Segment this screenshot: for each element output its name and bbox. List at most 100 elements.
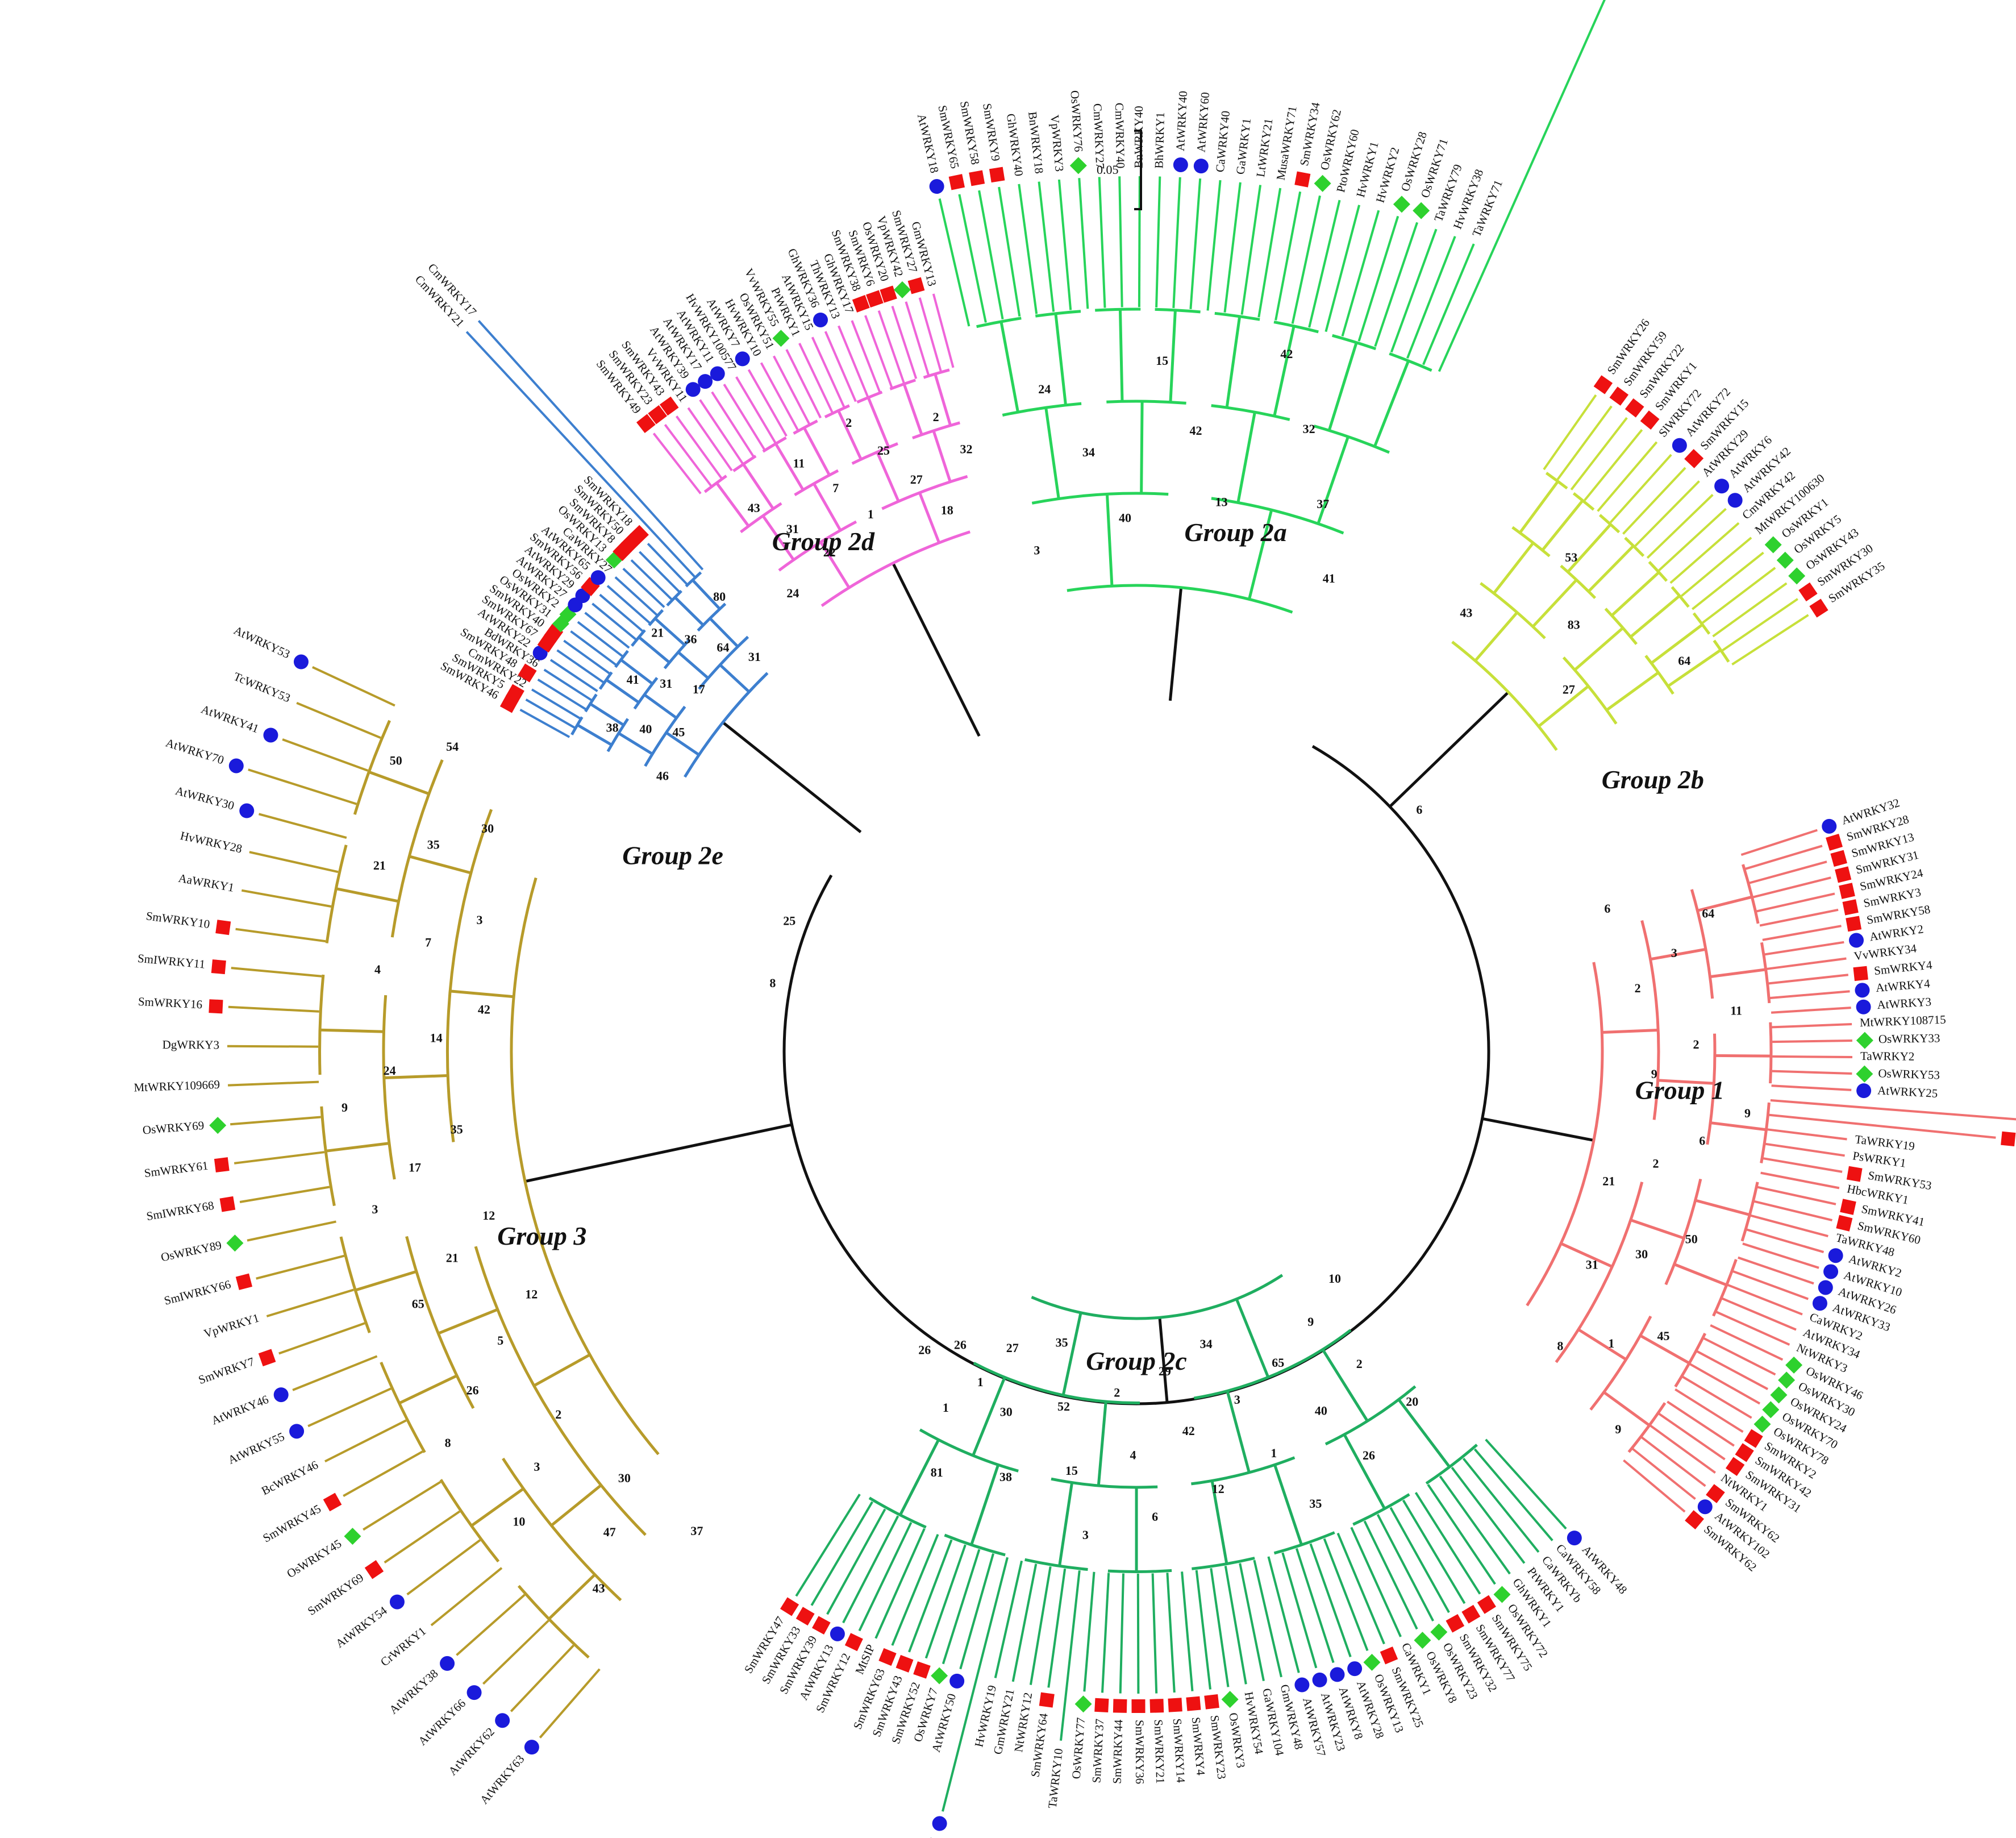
salvia-marker-icon (636, 414, 656, 434)
leaf-branch (1667, 1400, 1735, 1447)
leaf-label: AtWRKY4 (1875, 976, 1931, 995)
internal-branch (1710, 1121, 1767, 1132)
internal-branch (438, 1308, 498, 1335)
group-label-g1: Group 1 (1635, 1076, 1725, 1105)
bootstrap-label: 17 (409, 1160, 421, 1174)
internal-branch (654, 617, 686, 646)
internal-branch (1657, 1079, 1714, 1085)
bootstrap-label: 20 (1406, 1395, 1418, 1409)
leaf-markers (209, 157, 2016, 1831)
internal-branch (1313, 425, 1390, 454)
leaf-branch (292, 1355, 378, 1391)
internal-branch (692, 579, 721, 610)
leaf-branch (1556, 405, 1613, 480)
arabidopsis-marker-icon (949, 1673, 965, 1689)
internal-branch (1602, 1028, 1659, 1034)
internal-branch (633, 677, 659, 710)
leaf-branch (874, 1528, 926, 1639)
internal-branch (1538, 685, 1589, 728)
clade-stem (1389, 691, 1510, 808)
leaf-branch (1771, 1007, 1851, 1014)
salvia-marker-icon (1113, 1699, 1127, 1713)
rice-marker-icon (1314, 174, 1331, 192)
salvia-marker-icon (211, 959, 226, 975)
bootstrap-label: 37 (1317, 497, 1329, 511)
leaf-label: CaWRKY40 (1213, 110, 1232, 173)
leaf-label: CmWRKY27 (1090, 103, 1107, 169)
internal-branch (1667, 648, 1722, 688)
leaf-branch (1746, 1228, 1825, 1254)
bootstrap-label: 21 (651, 626, 664, 640)
internal-branch (325, 1142, 390, 1153)
internal-branch (761, 515, 795, 561)
bootstrap-label: 27 (910, 472, 923, 486)
leaf-branch (1414, 1492, 1481, 1595)
leaf-branch (1622, 467, 1686, 535)
leaf-label: SmWRKY21 (1152, 1719, 1168, 1784)
leaf-label: SmWRKY10 (145, 909, 211, 931)
clade-stem (892, 562, 981, 737)
bootstrap-label: 2 (1356, 1357, 1363, 1371)
leaf-label: SmWRKY16 (138, 995, 202, 1012)
salvia-marker-icon (235, 1273, 253, 1290)
internal-branch (794, 469, 839, 497)
leaf-label: OsWRKY33 (1878, 1031, 1940, 1046)
internal-branch (648, 609, 664, 626)
salvia-marker-icon (1684, 449, 1704, 468)
internal-branch (1640, 920, 1660, 1120)
leaf-branch (1675, 1388, 1744, 1433)
internal-branch (819, 541, 851, 589)
bootstrap-label: 35 (451, 1122, 463, 1137)
leaf-branch (1765, 1142, 1845, 1157)
internal-branch (944, 1533, 1006, 1557)
internal-branch (1712, 1259, 1738, 1317)
bootstrap-label: 65 (412, 1297, 424, 1311)
leaf-branch (1406, 236, 1456, 359)
arabidopsis-marker-icon (1312, 1672, 1327, 1687)
leaf-branch (811, 336, 845, 407)
bootstrap-label: 24 (384, 1063, 396, 1078)
arabidopsis-marker-icon (830, 1626, 845, 1641)
leaf-label: AtWRKY62 (445, 1725, 497, 1778)
leaf-label: SmWRKY58 (957, 100, 982, 166)
bootstrap-label: 18 (941, 503, 953, 517)
leaf-branch (1060, 1570, 1081, 1741)
internal-branch (1273, 1531, 1335, 1555)
bootstrap-label: 53 (1565, 550, 1577, 564)
bootstrap-label: 2 (845, 415, 852, 430)
internal-branch (1639, 1334, 1690, 1365)
internal-branch (533, 1353, 591, 1387)
salvia-marker-icon (866, 290, 884, 308)
internal-branch (902, 383, 923, 435)
internal-branch (1193, 1329, 1352, 1400)
internal-branch (1352, 1493, 1410, 1526)
leaf-branch (1760, 1171, 1840, 1190)
arabidopsis-marker-icon (1567, 1531, 1582, 1546)
salvia-marker-icon (1846, 916, 1862, 932)
rice-marker-icon (226, 1234, 244, 1252)
rice-marker-icon (1764, 536, 1782, 554)
leaf-branch (1376, 1513, 1434, 1622)
bootstrap-label: 43 (1460, 605, 1472, 619)
bootstrap-label: 38 (606, 721, 619, 735)
internal-branch (1710, 968, 1766, 979)
leaf-label: SmWRKY45 (260, 1502, 323, 1545)
internal-branch (1567, 523, 1612, 573)
bootstrap-label: 2 (1114, 1386, 1120, 1400)
salvia-marker-icon (648, 405, 667, 425)
leaf-branch (1710, 1324, 1784, 1361)
internal-branch (390, 759, 444, 938)
arabidopsis-marker-icon (710, 366, 725, 381)
internal-branch (1373, 360, 1410, 447)
leaf-branch (1274, 191, 1302, 321)
leaf-branch (1240, 185, 1262, 315)
leaf-branch (1609, 454, 1672, 523)
bootstrap-label: 64 (1702, 906, 1714, 921)
internal-branch (1573, 627, 1624, 671)
internal-branch (856, 390, 883, 404)
bootstrap-label: 25 (877, 443, 890, 458)
leaf-label: DgWRKY3 (163, 1038, 219, 1052)
leaf-branch (1439, 1475, 1511, 1575)
leaf-branch (539, 1668, 601, 1739)
internal-branch (1493, 542, 1535, 594)
